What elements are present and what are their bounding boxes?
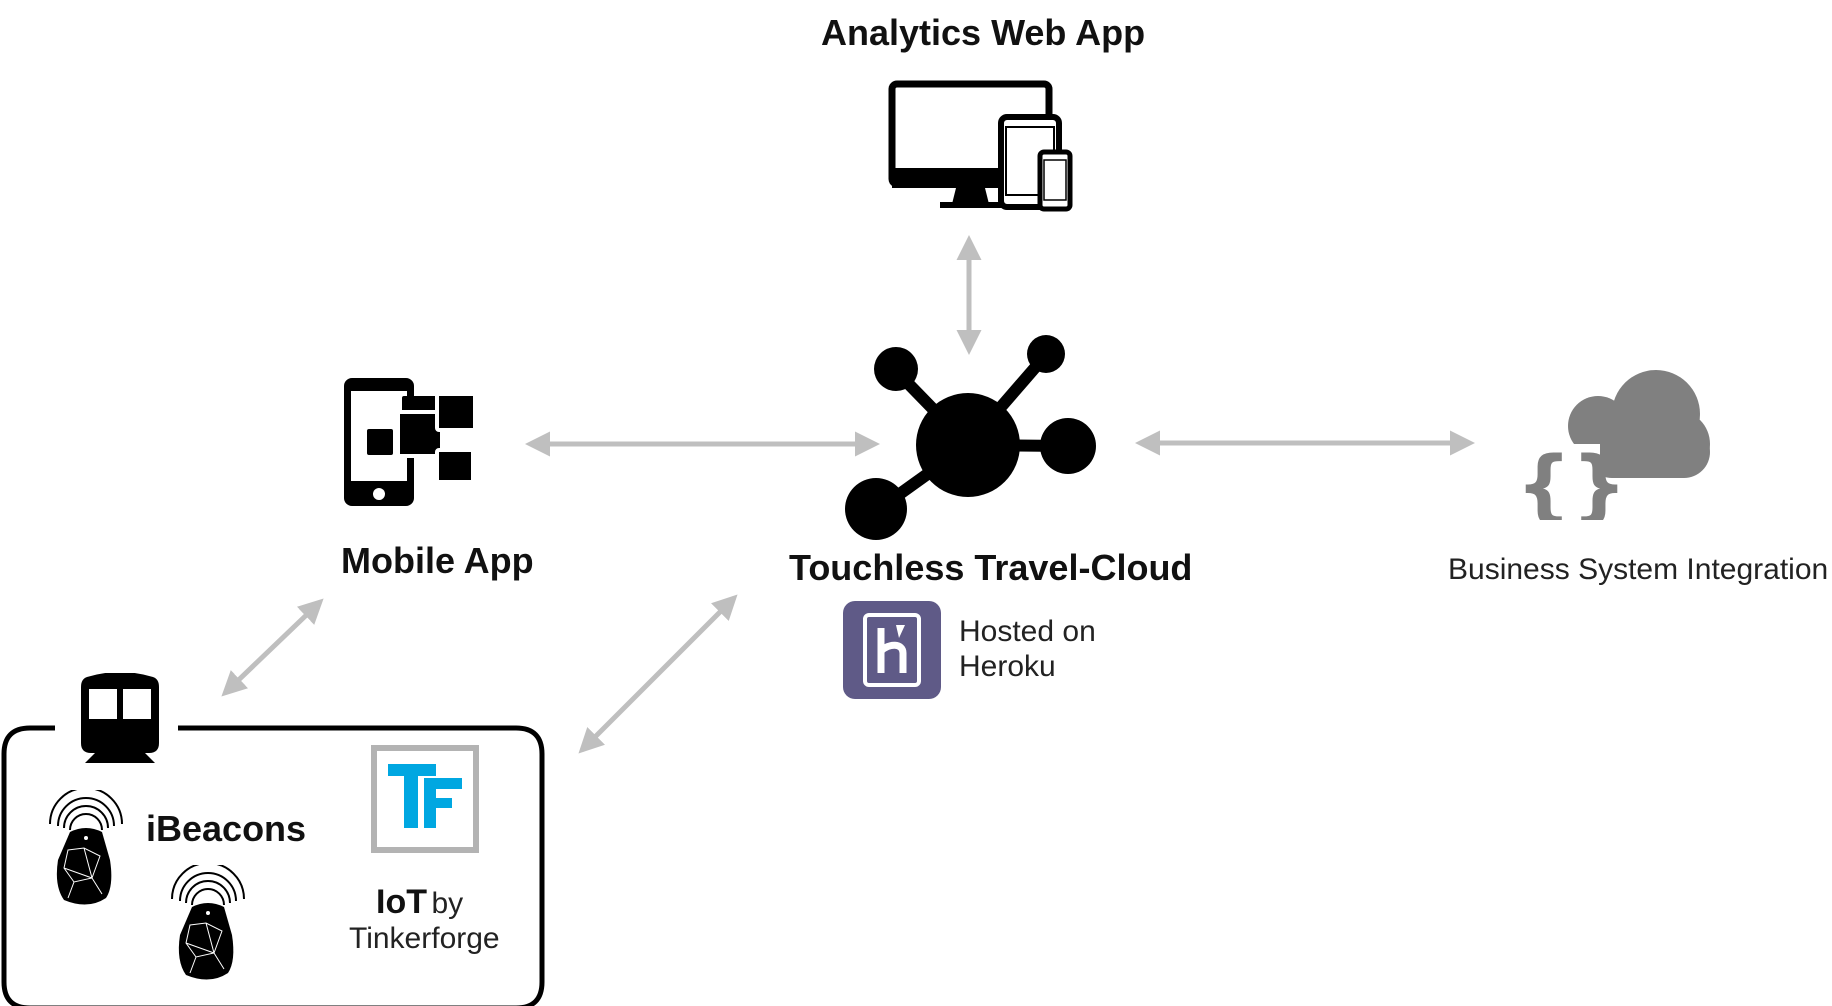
iot-bold-text: IoT — [376, 883, 427, 921]
hub-network-icon — [845, 335, 1096, 540]
heroku-name-text: Heroku — [959, 650, 1056, 683]
train-icon — [81, 673, 159, 763]
arrow-mobile-iot — [221, 598, 324, 697]
cloud-braces-icon: {} — [1516, 370, 1710, 520]
business-system-integration-label: Business System Integration — [1448, 553, 1829, 586]
mobile-app-label: Mobile App — [341, 540, 534, 581]
heroku-hosted-on-text: Hosted on — [959, 615, 1096, 648]
ibeacons-label: iBeacons — [146, 808, 307, 849]
beacon-icon — [171, 865, 245, 980]
svg-text:{}: {} — [1516, 441, 1627, 520]
tinkerforge-logo-icon — [371, 745, 479, 853]
iot-by-text: by — [431, 887, 464, 920]
iot-label-line1: IoT by — [376, 883, 463, 922]
beacon-icon — [49, 790, 123, 905]
analytics-web-app-label: Analytics Web App — [821, 12, 1146, 53]
arrow-cloud-iot — [578, 594, 738, 754]
mobile-apps-icon — [344, 378, 477, 506]
iot-tinkerforge-text: Tinkerforge — [349, 922, 500, 955]
touchless-travel-cloud-label: Touchless Travel-Cloud — [789, 547, 1193, 588]
heroku-logo-icon — [843, 601, 941, 699]
monitor-tablet-phone-icon — [888, 80, 1073, 212]
